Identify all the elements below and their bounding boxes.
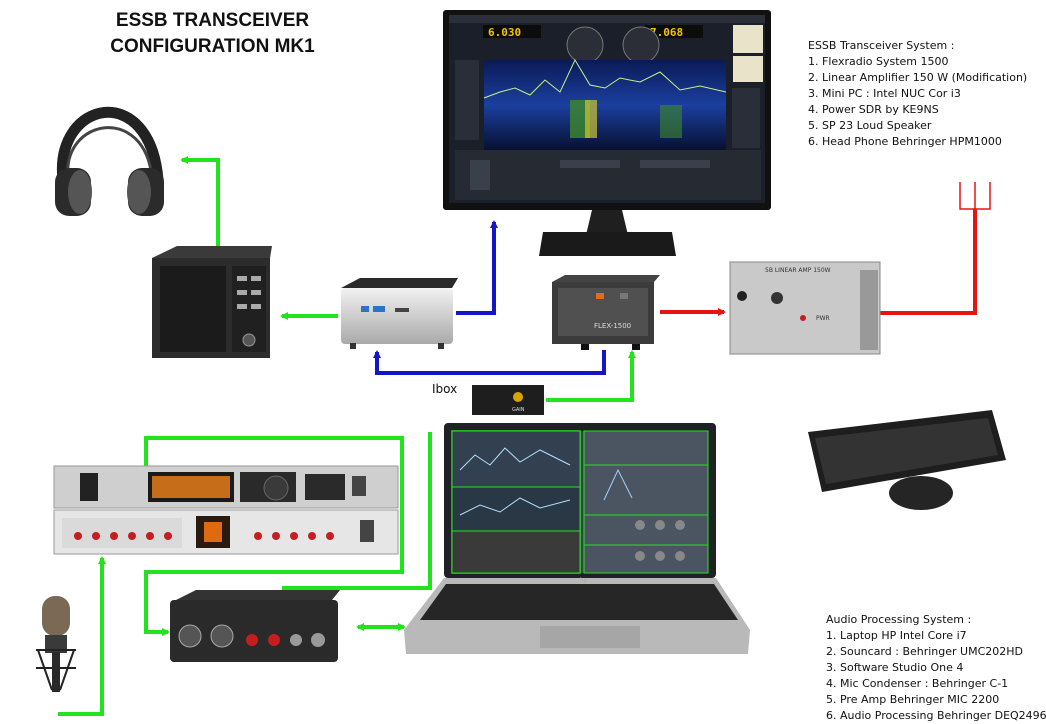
transceiver-item: 4. Power SDR by KE9NS [808, 103, 939, 116]
transceiver-system-list: ESSB Transceiver System : 1. Flexradio S… [808, 38, 1027, 150]
ibox-gain-label: GAIN [512, 407, 525, 413]
antenna-icon [959, 182, 991, 210]
amp-label: 5B LINEAR AMP 150W [765, 267, 831, 274]
transceiver-item: 1. Flexradio System 1500 [808, 55, 949, 68]
mini-pc-device [341, 278, 458, 349]
title-line-2: CONFIGURATION MK1 [110, 36, 315, 57]
diagram-title: ESSB TRANSCEIVER CONFIGURATION MK1 [95, 8, 330, 60]
transceiver-item: 5. SP 23 Loud Speaker [808, 119, 932, 132]
line-amp-to-antenna [880, 209, 977, 315]
line-nuc-to-monitor [456, 220, 498, 315]
transceiver-item: 2. Linear Amplifier 150 W (Modification) [808, 71, 1028, 84]
line-flex-to-nuc [373, 350, 606, 375]
audio-system-heading: Audio Processing System : [826, 613, 972, 626]
audio-system-list: Audio Processing System : 1. Laptop HP I… [826, 612, 1046, 724]
monitor-device: 6.030 7.068 [443, 10, 771, 256]
line-ibox-to-flex [546, 350, 636, 402]
flex-radio-device: FLEX-1500 [552, 275, 660, 350]
audio-item: 6. Audio Processing Behringer DEQ2496 [826, 709, 1046, 722]
monitor-freq-b: 7.068 [650, 26, 683, 39]
speaker-device [152, 246, 272, 358]
soundcard-device [170, 590, 340, 662]
audio-item: 3. Software Studio One 4 [826, 661, 964, 674]
headphones-device [55, 106, 164, 216]
laptop-device: hp [404, 423, 750, 654]
transceiver-item: 3. Mini PC : Intel NUC Cor i3 [808, 87, 961, 100]
audio-item: 5. Pre Amp Behringer MIC 2200 [826, 693, 1000, 706]
audio-item: 1. Laptop HP Intel Core i7 [826, 629, 967, 642]
ibox-label: Ibox [432, 382, 458, 396]
keyboard-device [808, 410, 1006, 492]
svg-text:hp: hp [580, 577, 588, 584]
linear-amp-device: 5B LINEAR AMP 150W PWR [729, 261, 881, 355]
preamp-mic2200 [53, 509, 399, 555]
monitor-freq-a: 6.030 [488, 26, 521, 39]
line-mic-to-preamp [58, 556, 106, 716]
line-speaker-to-headphones [180, 156, 220, 248]
mouse-device [889, 476, 953, 510]
ibox-device: GAIN [472, 385, 544, 415]
flex-label: FLEX-1500 [594, 322, 631, 330]
transceiver-item: 6. Head Phone Behringer HPM1000 [808, 135, 1002, 148]
audio-processor-deq2496 [53, 465, 399, 509]
audio-item: 4. Mic Condenser : Behringer C-1 [826, 677, 1009, 690]
line-processor-to-soundcard [144, 436, 404, 636]
transceiver-system-heading: ESSB Transceiver System : [808, 39, 955, 52]
microphone-device [36, 596, 76, 692]
audio-item: 2. Souncard : Behringer UMC202HD [826, 645, 1024, 658]
amp-pwr-label: PWR [816, 315, 830, 322]
title-line-1: ESSB TRANSCEIVER [115, 10, 310, 31]
